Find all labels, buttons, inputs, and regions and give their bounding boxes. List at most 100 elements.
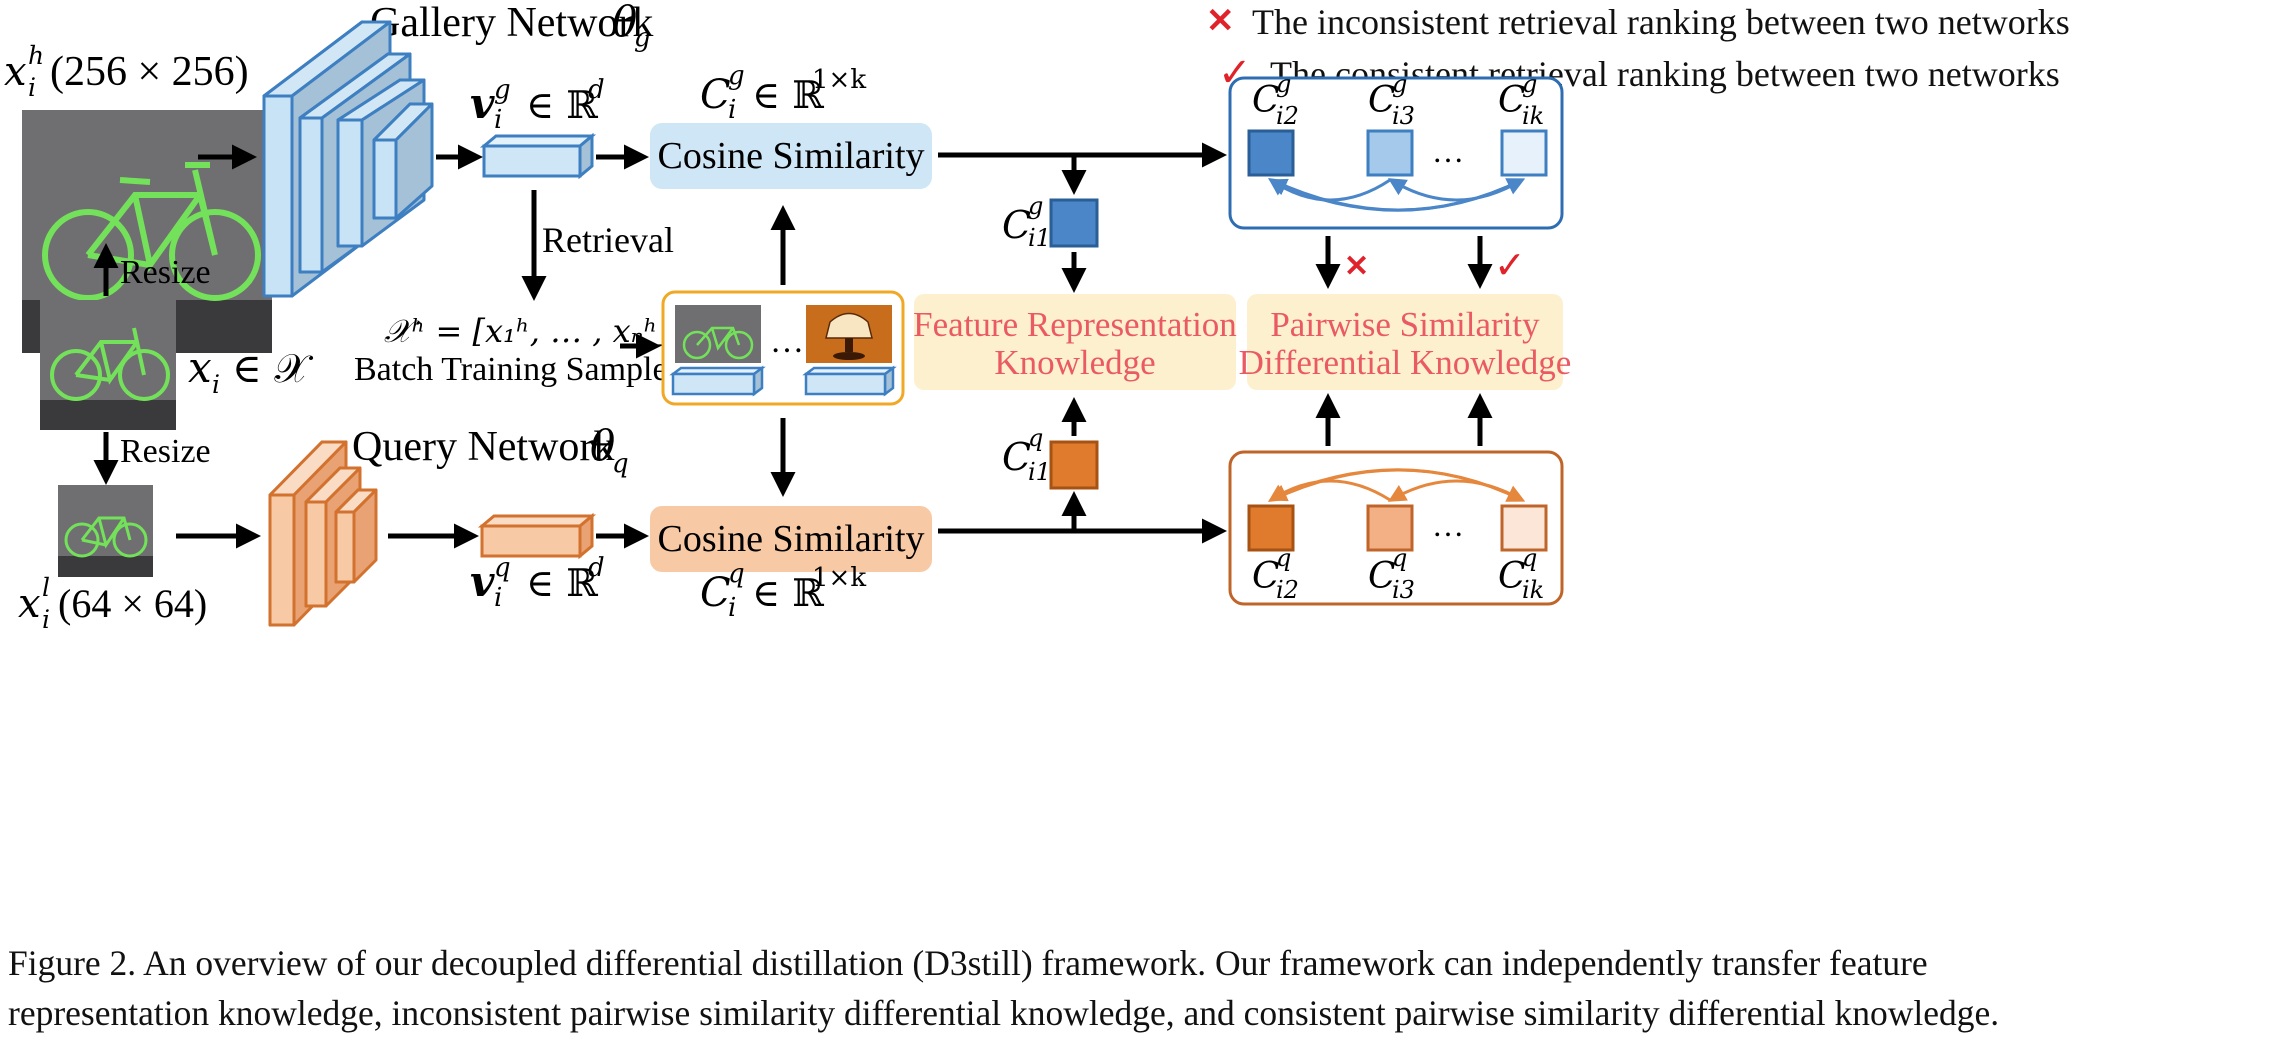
gallery-ranking-label-2: i3 [1392, 102, 1415, 130]
retrieval-group: Retrieval 𝒳ʰ = [x₁ʰ, … , xₙʰ] Batch Trai… [354, 190, 905, 497]
gallery-sim-sup: g [728, 61, 745, 91]
gallery-ranking-label-3: ik [1522, 102, 1544, 130]
figure-caption: Figure 2. An overview of our decoupled d… [8, 938, 2270, 1038]
low-res-bicycle-image [58, 485, 153, 577]
query-cosine-box [650, 506, 932, 572]
gallery-sim-sub: i [728, 95, 736, 125]
input-label-sub: i [212, 370, 220, 399]
query-network: Query Network θ q v q i ∈ ℝ d [176, 421, 1227, 627]
query-ranking-item-1: C q i2 [1247, 504, 1299, 604]
query-ranking-ellipsis: … [1432, 507, 1464, 543]
consistent-flag-icon: ✓ [1494, 243, 1526, 287]
query-ranking-label-2: i3 [1392, 576, 1415, 604]
gallery-cosine-box [650, 123, 932, 189]
batch-lamp-thumbnail [806, 305, 892, 363]
query-ci1-group: C q i1 [1002, 397, 1099, 530]
query-feature-exp: d [588, 553, 605, 583]
pairwise-knowledge: Pairwise Similarity Differential Knowled… [1239, 294, 1572, 390]
low-res-label-x: x [18, 581, 41, 627]
query-sim-c: C [700, 570, 731, 616]
gallery-feature-exp: d [588, 75, 605, 105]
gallery-cosine-label: Cosine Similarity [657, 135, 924, 177]
query-cosine-label: Cosine Similarity [657, 518, 924, 560]
gallery-ranking-item-3: C g ik [1498, 70, 1548, 177]
svg-text:C: C [1368, 556, 1396, 597]
pairwise-knowledge-line2: Differential Knowledge [1239, 343, 1572, 382]
query-ranking-label-1: i2 [1276, 576, 1299, 604]
pairwise-arrows: ✕ ✓ [1315, 236, 1526, 446]
gallery-ranking-pair-arrows [1268, 177, 1526, 212]
gallery-ranking-item-1: C g i2 [1247, 70, 1299, 177]
query-sim-rest: ∈ ℝ [752, 571, 824, 615]
retrieval-label: Retrieval [542, 220, 674, 260]
low-res-image-group: x l i (64 × 64) [18, 485, 207, 634]
query-sim-sup: q [728, 559, 745, 589]
query-theta: θ [590, 421, 615, 470]
gallery-ci1-sub: i1 [1028, 224, 1051, 252]
legend-inconsistent-text: The inconsistent retrieval ranking betwe… [1252, 2, 2070, 42]
query-feature-v: v [470, 557, 495, 606]
pairwise-knowledge-box [1247, 294, 1563, 390]
batch-caption: Batch Training Sample [354, 351, 668, 388]
query-ranking-label-3: ik [1522, 576, 1544, 604]
query-feature-vector [477, 512, 597, 560]
inconsistent-flag-icon: ✕ [1344, 249, 1369, 284]
gallery-ranking-ellipsis: … [1432, 133, 1464, 169]
svg-text:q: q [1276, 544, 1291, 572]
batch-ellipsis: … [770, 323, 804, 360]
input-bicycle-image [40, 300, 176, 430]
svg-text:C: C [1252, 80, 1280, 121]
query-theta-sub: q [612, 449, 629, 479]
gallery-theta-sub: g [634, 23, 651, 53]
svg-text:C: C [1252, 556, 1280, 597]
input-label-set: ∈ 𝒳 [232, 346, 313, 392]
feature-knowledge-box [914, 294, 1236, 390]
query-sim-exp: 1×k [812, 563, 866, 593]
input-image-group: x i ∈ 𝒳 [40, 300, 313, 430]
gallery-network-blocks [262, 20, 434, 298]
gallery-feature-sub: i [494, 105, 502, 135]
low-res-label-sup: l [42, 573, 50, 602]
svg-text:g: g [1276, 70, 1291, 98]
feature-knowledge-line2: Knowledge [994, 343, 1155, 382]
query-ranking-panel: C q i2 C q i3 … C q ik [1228, 450, 1564, 606]
resize-down-label: Resize [120, 433, 211, 470]
svg-text:C: C [1368, 80, 1396, 121]
query-feature-sub: i [494, 583, 502, 613]
caption-line-1: Figure 2. An overview of our decoupled d… [8, 943, 1928, 983]
framework-diagram: ✕ The inconsistent retrieval ranking bet… [4, 0, 2070, 634]
svg-text:q: q [1392, 544, 1407, 572]
gallery-sim-exp: 1×k [812, 65, 866, 95]
high-res-label-sub: i [28, 73, 36, 102]
query-ranking-item-2: C q i3 [1366, 504, 1415, 604]
batch-bicycle-thumbnail [675, 305, 761, 363]
query-ranking-item-3: C q ik [1498, 504, 1548, 604]
pairwise-knowledge-line1: Pairwise Similarity [1270, 305, 1540, 344]
gallery-sim-c: C [700, 72, 731, 118]
query-ci1-square [1049, 440, 1099, 490]
query-network-blocks [268, 440, 378, 627]
query-ci1-sub: i1 [1028, 458, 1051, 486]
gallery-ranking-item-2: C g i3 [1366, 70, 1415, 177]
feature-knowledge-line1: Feature Representation [913, 305, 1237, 344]
caption-line-2: representation knowledge, inconsistent p… [8, 993, 2000, 1033]
gallery-ci1-c: C [1002, 203, 1031, 247]
query-feature-rest: ∈ ℝ [526, 561, 598, 605]
svg-text:g: g [1522, 70, 1537, 98]
gallery-feature-vector [479, 132, 597, 180]
inconsistent-mark-icon: ✕ [1206, 1, 1235, 41]
gallery-ranking-label-1: i2 [1276, 102, 1299, 130]
batch-feature-vector-2 [802, 365, 897, 397]
input-label-x: x [188, 343, 212, 392]
query-ci1-sup: q [1028, 424, 1043, 452]
feature-knowledge: Feature Representation Knowledge [913, 294, 1237, 390]
high-res-label-size: (256 × 256) [50, 49, 249, 95]
resize-up-label: Resize [120, 254, 211, 291]
gallery-feature-rest: ∈ ℝ [526, 83, 598, 127]
low-res-label-size: (64 × 64) [58, 581, 207, 626]
resize-arrows: Resize Resize [93, 243, 211, 485]
gallery-network: Gallery Network θ g [198, 0, 1227, 298]
query-ranking-pair-arrows [1267, 468, 1526, 502]
query-ci1-c: C [1002, 435, 1031, 479]
svg-text:q: q [1522, 544, 1537, 572]
